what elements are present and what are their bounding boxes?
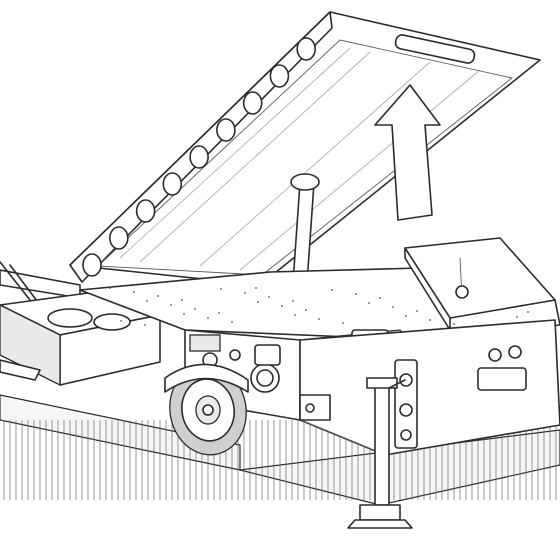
- open-direction-arrow-icon: [374, 84, 441, 221]
- deck-rivet: [294, 314, 296, 316]
- deck-rivet: [392, 306, 394, 308]
- license-plate: [477, 367, 527, 391]
- lid-port-hole: [216, 118, 236, 142]
- deck-rivet: [331, 289, 333, 291]
- deck-rivet: [181, 299, 183, 301]
- stabilizer-jack-icon: [347, 377, 413, 529]
- lid-port-holes: [82, 37, 317, 277]
- deck-rivet: [194, 308, 196, 310]
- deck-rivet: [146, 300, 148, 302]
- lid-port-hole: [162, 172, 183, 196]
- deck-rivet: [120, 320, 122, 322]
- trailer-body-side: [299, 319, 560, 456]
- deck-rivet: [453, 323, 455, 325]
- deck-rivet: [268, 296, 270, 298]
- lid-port-hole: [296, 37, 317, 61]
- deck-rivet: [429, 319, 431, 321]
- deck-rivet: [516, 316, 518, 318]
- deck-rivet: [109, 287, 111, 289]
- deck-rivet: [244, 292, 246, 294]
- deck-rivet: [183, 313, 185, 315]
- deck-rivet: [379, 297, 381, 299]
- deck-rivet: [257, 301, 259, 303]
- deck-rivet: [207, 317, 209, 319]
- trailer-wheel-icon: [164, 363, 249, 456]
- deck-rivet: [342, 322, 344, 324]
- deck-rivet: [416, 310, 418, 312]
- lid-handle: [394, 34, 476, 64]
- lid-port-hole: [269, 64, 290, 88]
- deck-rivet: [144, 324, 146, 326]
- lid-port-hole: [189, 145, 209, 169]
- deck-rivet: [368, 302, 370, 304]
- lid-port-hole: [82, 253, 102, 277]
- deck-rivet: [255, 287, 257, 289]
- deck-rivet: [405, 315, 407, 317]
- deck-rivet: [231, 321, 233, 323]
- lid-port-hole: [242, 91, 263, 115]
- deck-rivet: [133, 291, 135, 293]
- deck-rivet: [292, 300, 294, 302]
- side-arrow-icon: [0, 359, 41, 381]
- lid-port-hole: [135, 199, 156, 223]
- open-lid: [69, 11, 541, 286]
- deck-rivet: [218, 312, 220, 314]
- deck-rivet: [157, 295, 159, 297]
- deck-rivet: [220, 288, 222, 290]
- lid-port-hole: [109, 226, 129, 250]
- deck-rivet: [527, 311, 529, 313]
- deck-rivet: [355, 293, 357, 295]
- deck-rivet: [318, 318, 320, 320]
- deck-rivet: [281, 305, 283, 307]
- deck-rivet: [305, 309, 307, 311]
- deck-rivet: [170, 304, 172, 306]
